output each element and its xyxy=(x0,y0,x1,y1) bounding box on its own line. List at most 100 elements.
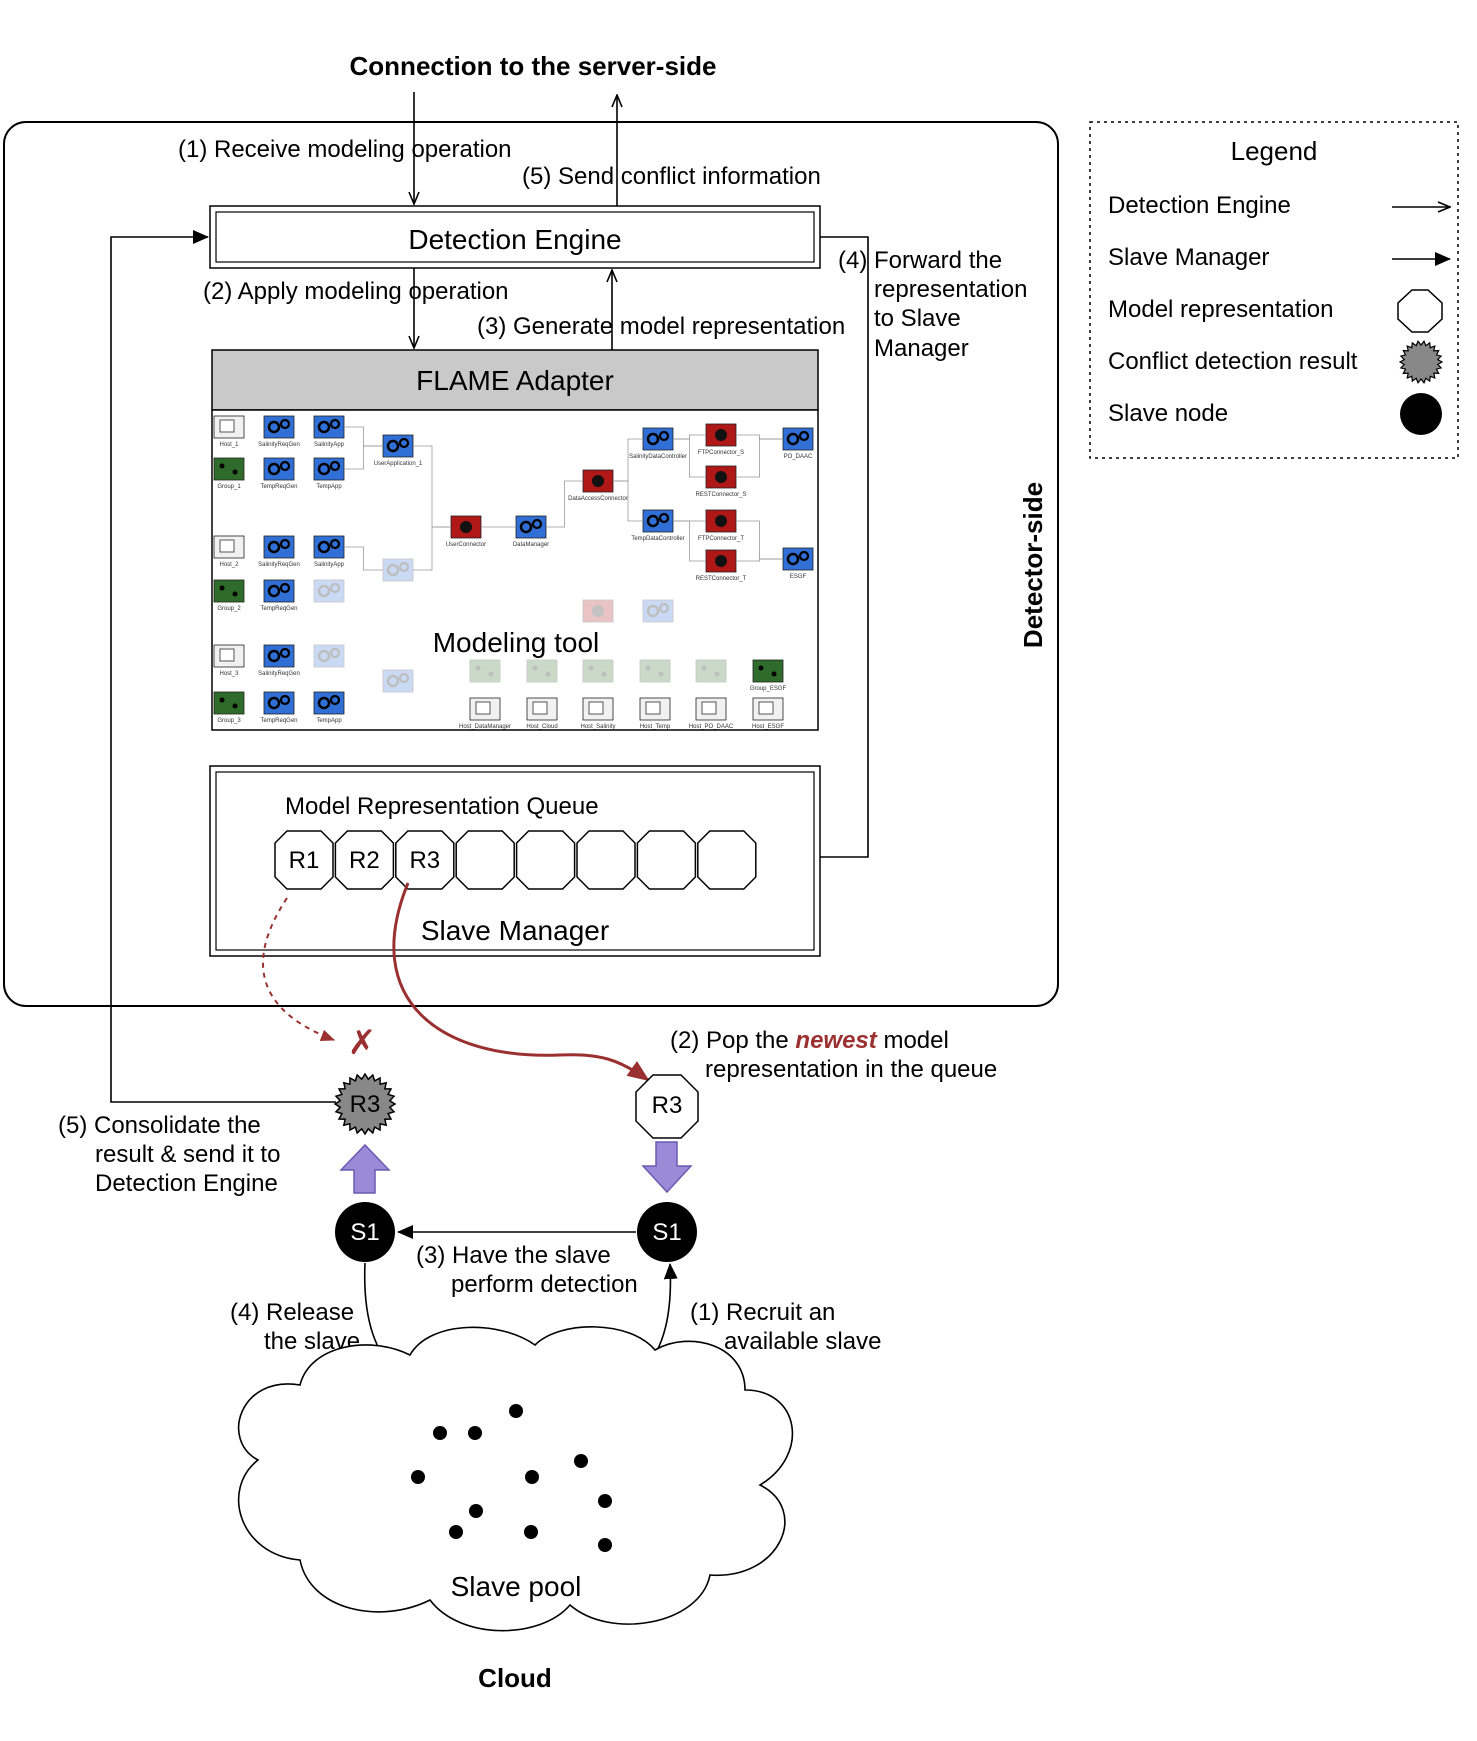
modeling-tool-edge xyxy=(736,558,783,562)
modeling-tool-node: DataAccessConnector xyxy=(568,469,628,502)
modeling-tool-node: Host_PO_DAAC xyxy=(689,697,734,730)
legend-item-slave-node: Slave node xyxy=(1108,400,1228,427)
modeling-tool-node xyxy=(695,659,727,683)
pop-newest-arrow xyxy=(392,882,650,1082)
modeling-tool-node: Host_2 xyxy=(213,535,245,568)
conflict-result-node xyxy=(333,1072,397,1136)
modeling-tool-node: RESTConnector_T xyxy=(696,549,747,582)
legend-item-conflict-result: Conflict detection result xyxy=(1108,348,1358,375)
svg-text:TempDataController: TempDataController xyxy=(631,536,684,542)
svg-text:TempApp: TempApp xyxy=(316,484,342,490)
svg-text:SalinityDataController: SalinityDataController xyxy=(629,454,687,460)
detection-engine-box xyxy=(209,205,821,269)
svg-text:RESTConnector_T: RESTConnector_T xyxy=(696,576,747,582)
result-node-label: R3 xyxy=(350,1091,381,1118)
modeling-tool-node: TempReqGen xyxy=(260,691,298,724)
flame-adapter-header xyxy=(211,349,819,411)
slave-node-right xyxy=(637,1202,697,1262)
modeling-tool-node: Group_1 xyxy=(213,457,245,490)
modeling-tool-node: TempApp xyxy=(313,691,345,724)
consolidate-arrow xyxy=(110,230,336,1103)
queue-slot xyxy=(395,830,455,890)
flame-adapter-label: FLAME Adapter xyxy=(416,365,614,396)
modeling-tool-edge xyxy=(613,480,643,522)
slave-pool-dots xyxy=(411,1404,612,1552)
queue-slot xyxy=(515,830,576,890)
queue-slot xyxy=(334,830,395,890)
modeling-tool-node: SalinityApp xyxy=(313,535,345,568)
modeling-tool-edge xyxy=(736,438,783,478)
discarded-r1-arrow xyxy=(262,897,335,1041)
modeling-tool-node: PO_DAAC xyxy=(782,427,814,460)
up-purple-arrow xyxy=(339,1143,391,1194)
svg-text:SalinityReqGen: SalinityReqGen xyxy=(258,442,300,448)
step-forward-label: (4) Forward the representation to Slave … xyxy=(838,247,1027,362)
modeling-tool-node: SalinityReqGen xyxy=(258,535,300,568)
cloud-label: Cloud xyxy=(478,1663,552,1693)
svg-text:FTPConnector_S: FTPConnector_S xyxy=(698,450,744,456)
svg-text:Group_3: Group_3 xyxy=(217,718,241,724)
queue-title: Model Representation Queue xyxy=(285,793,599,820)
modeling-tool-node xyxy=(639,659,671,683)
svg-text:TempApp: TempApp xyxy=(316,718,342,724)
modeling-tool-edge xyxy=(344,546,383,571)
svg-text:Group_1: Group_1 xyxy=(217,484,241,490)
modeling-tool-node: SalinityReqGen xyxy=(258,644,300,677)
svg-text:TempReqGen: TempReqGen xyxy=(260,484,297,490)
svg-text:TempReqGen: TempReqGen xyxy=(260,606,297,612)
step-perform-label: (3) Have the slave perform detection xyxy=(416,1242,638,1298)
modeling-tool-edge xyxy=(673,520,706,562)
modeling-tool-edge xyxy=(546,480,583,528)
detector-side-label: Detector-side xyxy=(1018,482,1048,648)
modeling-tool-node xyxy=(526,659,558,683)
step-recruit-label: (1) Recruit an available slave xyxy=(690,1299,881,1355)
queue-slot xyxy=(274,830,334,890)
queue-slot xyxy=(576,830,636,890)
step-receive-label: (1) Receive modeling operation xyxy=(178,136,512,163)
svg-text:ESGF: ESGF xyxy=(790,574,807,580)
svg-text:SalinityApp: SalinityApp xyxy=(314,442,345,448)
modeling-tool-node: SalinityDataController xyxy=(629,427,687,460)
queue-slot xyxy=(636,830,697,890)
svg-text:RESTConnector_S: RESTConnector_S xyxy=(695,492,746,498)
queue-slot-label: R1 xyxy=(289,847,320,874)
modeling-tool-node: Host_1 xyxy=(213,415,245,448)
queue-slot xyxy=(455,830,515,890)
popped-representation-node xyxy=(635,1074,699,1139)
modeling-tool-node: TempDataController xyxy=(631,509,685,542)
svg-text:UserConnector: UserConnector xyxy=(446,542,486,548)
queue-slot xyxy=(697,830,757,890)
gray-gear-icon xyxy=(1398,340,1444,384)
step-apply-label: (2) Apply modeling operation xyxy=(203,278,509,305)
svg-text:Host_2: Host_2 xyxy=(219,562,239,568)
step-release-label: (4) Release the slave xyxy=(230,1299,360,1355)
diagram-title: Connection to the server-side xyxy=(350,51,717,81)
svg-text:available slave: available slave xyxy=(724,1328,881,1355)
cancel-mark-icon: ✗ xyxy=(348,1024,377,1062)
modeling-tool-node: Host_DataManager xyxy=(459,697,511,730)
modeling-tool-node: Group_3 xyxy=(213,691,245,724)
modeling-tool-edge xyxy=(344,445,383,470)
down-purple-arrow xyxy=(641,1141,693,1194)
svg-text:representation: representation xyxy=(874,276,1027,303)
queue-slot-label: R3 xyxy=(409,847,440,874)
modeling-tool-node xyxy=(382,558,414,582)
step-generate-label: (3) Generate model representation xyxy=(477,313,845,340)
svg-text:DataManager: DataManager xyxy=(513,542,549,548)
svg-text:SalinityReqGen: SalinityReqGen xyxy=(258,671,300,677)
slave-manager-label: Slave Manager xyxy=(421,915,609,946)
modeling-tool-node: ESGF xyxy=(782,547,814,580)
legend-item-detection-engine: Detection Engine xyxy=(1108,192,1291,219)
slave-pool-label: Slave pool xyxy=(451,1571,582,1602)
modeling-tool-node: Group_ESGF xyxy=(750,659,787,692)
legend-title: Legend xyxy=(1231,136,1318,166)
slave-pool-cloud xyxy=(237,1326,794,1632)
modeling-tool-node: UserConnector xyxy=(446,515,486,548)
white-octagon-icon xyxy=(1397,289,1443,333)
svg-text:Group_ESGF: Group_ESGF xyxy=(750,686,787,692)
modeling-tool-node: Host_Salinity xyxy=(580,697,616,730)
queue-slot-label: R2 xyxy=(349,847,380,874)
modeling-tool-node: SalinityReqGen xyxy=(258,415,300,448)
modeling-tool-node: Host_Temp xyxy=(639,697,671,730)
slave-right-label: S1 xyxy=(652,1219,681,1246)
